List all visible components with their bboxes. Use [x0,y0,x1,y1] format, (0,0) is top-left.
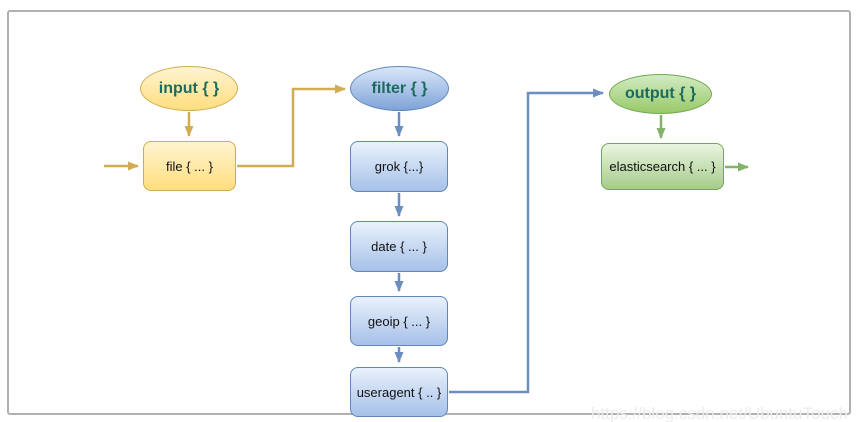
node-grok-box: grok {...} [350,141,448,192]
node-grok-label: grok {...} [374,159,424,174]
csdn-watermark: https://blog.csdn.net/UbuntuTouch [590,404,848,422]
node-elasticsearch-box: elasticsearch { ... } [601,143,724,190]
node-useragent-box: useragent { .. } [350,367,448,417]
node-geoip-box: geoip { ... } [350,296,448,346]
node-file-label: file { ... } [166,158,213,174]
node-date-box: date { ... } [350,221,448,272]
node-date-label: date { ... } [371,239,427,254]
node-useragent-label: useragent { .. } [356,384,442,400]
node-geoip-label: geoip { ... } [367,313,431,329]
node-input-label: input { } [158,79,220,97]
node-output-ellipse: output { } [609,74,712,114]
node-elasticsearch-label: elasticsearch { ... } [609,159,716,174]
node-file-box: file { ... } [143,141,236,191]
node-input-ellipse: input { } [140,66,238,111]
node-filter-label: filter { } [371,79,428,97]
node-filter-ellipse: filter { } [350,66,449,111]
node-output-label: output { } [624,85,697,102]
